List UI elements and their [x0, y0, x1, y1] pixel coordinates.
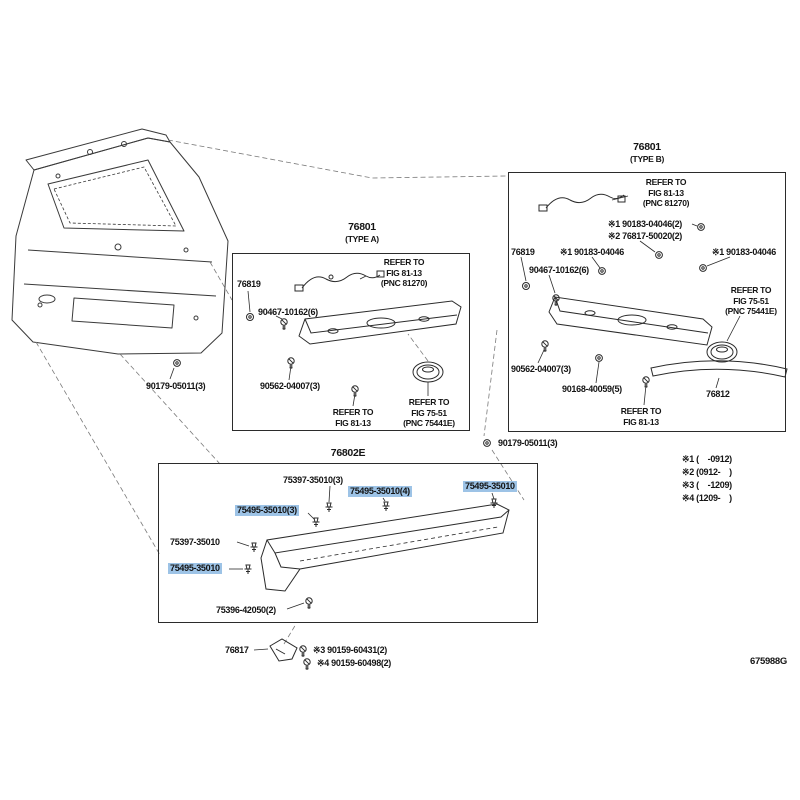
- bolt-90179-left: [169, 359, 181, 380]
- grommet-icon: [520, 256, 530, 290]
- part-label-90183-x2[interactable]: ※1 90183-04046(2): [608, 219, 682, 229]
- type-b-group-box: [508, 172, 786, 432]
- screw-icon: [303, 658, 311, 671]
- note-3-date-range: ※3 ( -1209): [682, 480, 732, 490]
- part-label-76812[interactable]: 76812: [706, 389, 730, 399]
- refer-fig-75-51-a: REFER TO FIG 75-51 (PNC 75441E): [403, 397, 455, 428]
- part-label-90179-right[interactable]: 90179-05011(3): [498, 438, 558, 448]
- bracket-76817-drawing: [253, 638, 311, 671]
- part-label-90562-a[interactable]: 90562-04007(3): [260, 381, 320, 391]
- lower-garnish-group-box: [158, 463, 538, 623]
- part-label-76819-a[interactable]: 76819: [237, 279, 261, 289]
- part-label-75495-3[interactable]: 75495-35010(3): [235, 505, 299, 516]
- part-label-75495-right[interactable]: 75495-35010: [463, 481, 517, 492]
- part-label-75396[interactable]: 75396-42050(2): [216, 605, 276, 615]
- refer-fig-75-51-b: REFER TO FIG 75-51 (PNC 75441E): [725, 285, 777, 316]
- part-label-90183-right[interactable]: ※1 90183-04046: [712, 247, 776, 257]
- part-label-90467-a[interactable]: 90467-10162(6): [258, 307, 318, 317]
- assembly-number-76802e[interactable]: 76802E: [330, 447, 366, 459]
- upper-garnish-a: [298, 300, 462, 345]
- leader-lines: [229, 485, 495, 610]
- toyota-emblem-icon: [706, 315, 741, 363]
- type-b-drawing: [520, 193, 788, 406]
- tailgate-drawing: [11, 128, 229, 355]
- part-label-75397-3[interactable]: 75397-35010(3): [283, 475, 343, 485]
- note-2-date-range: ※2 (0912- ): [682, 467, 732, 477]
- part-label-90168[interactable]: 90168-40059(5): [562, 384, 622, 394]
- toyota-emblem-icon: [412, 361, 444, 396]
- part-label-90467-b[interactable]: 90467-10162(6): [529, 265, 589, 275]
- refer-fig-81-13-a: REFER TO FIG 81-13: [332, 407, 374, 428]
- part-label-90562-b[interactable]: 90562-04007(3): [511, 364, 571, 374]
- type-a-caption: (TYPE A): [345, 234, 379, 244]
- wire-harness-a: [294, 270, 385, 292]
- upper-garnish-b: [548, 296, 713, 346]
- part-label-76817[interactable]: 76817: [225, 645, 249, 655]
- bolt-90179-right: [483, 439, 491, 447]
- wire-harness-b: [538, 193, 629, 212]
- type-a-group-box: [232, 253, 470, 431]
- part-label-76819-b[interactable]: 76819: [511, 247, 535, 257]
- part-label-75397[interactable]: 75397-35010: [170, 537, 220, 547]
- type-b-caption: (TYPE B): [630, 154, 664, 164]
- lower-garnish-drawing: [229, 485, 510, 610]
- type-a-drawing: [246, 270, 462, 407]
- part-label-90159-60431[interactable]: ※3 90159-60431(2): [313, 645, 387, 655]
- grommet-icon: [246, 290, 254, 321]
- part-label-90183-left[interactable]: ※1 90183-04046: [560, 247, 624, 257]
- part-label-76817-50020[interactable]: ※2 76817-50020(2): [608, 231, 682, 241]
- assembly-number-type-a[interactable]: 76801: [348, 221, 376, 233]
- projection-lines: [35, 139, 525, 645]
- part-label-75495-left[interactable]: 75495-35010: [168, 563, 222, 574]
- part-label-90179-left[interactable]: 90179-05011(3): [146, 381, 206, 391]
- note-1-date-range: ※1 ( -0912): [682, 454, 732, 464]
- part-label-75495-4[interactable]: 75495-35010(4): [348, 486, 412, 497]
- assembly-number-type-b[interactable]: 76801: [633, 141, 661, 153]
- part-label-90159-60498[interactable]: ※4 90159-60498(2): [317, 658, 391, 668]
- refer-fig-81-13-b: REFER TO FIG 81-13: [620, 406, 662, 427]
- screw-icon: [299, 645, 307, 658]
- drawing-code: 675988G: [750, 656, 787, 667]
- refer-fig-81-13-pnc-a: REFER TO FIG 81-13 (PNC 81270): [380, 257, 428, 288]
- note-4-date-range: ※4 (1209- ): [682, 493, 732, 503]
- refer-fig-81-13-pnc-b: REFER TO FIG 81-13 (PNC 81270): [642, 177, 690, 208]
